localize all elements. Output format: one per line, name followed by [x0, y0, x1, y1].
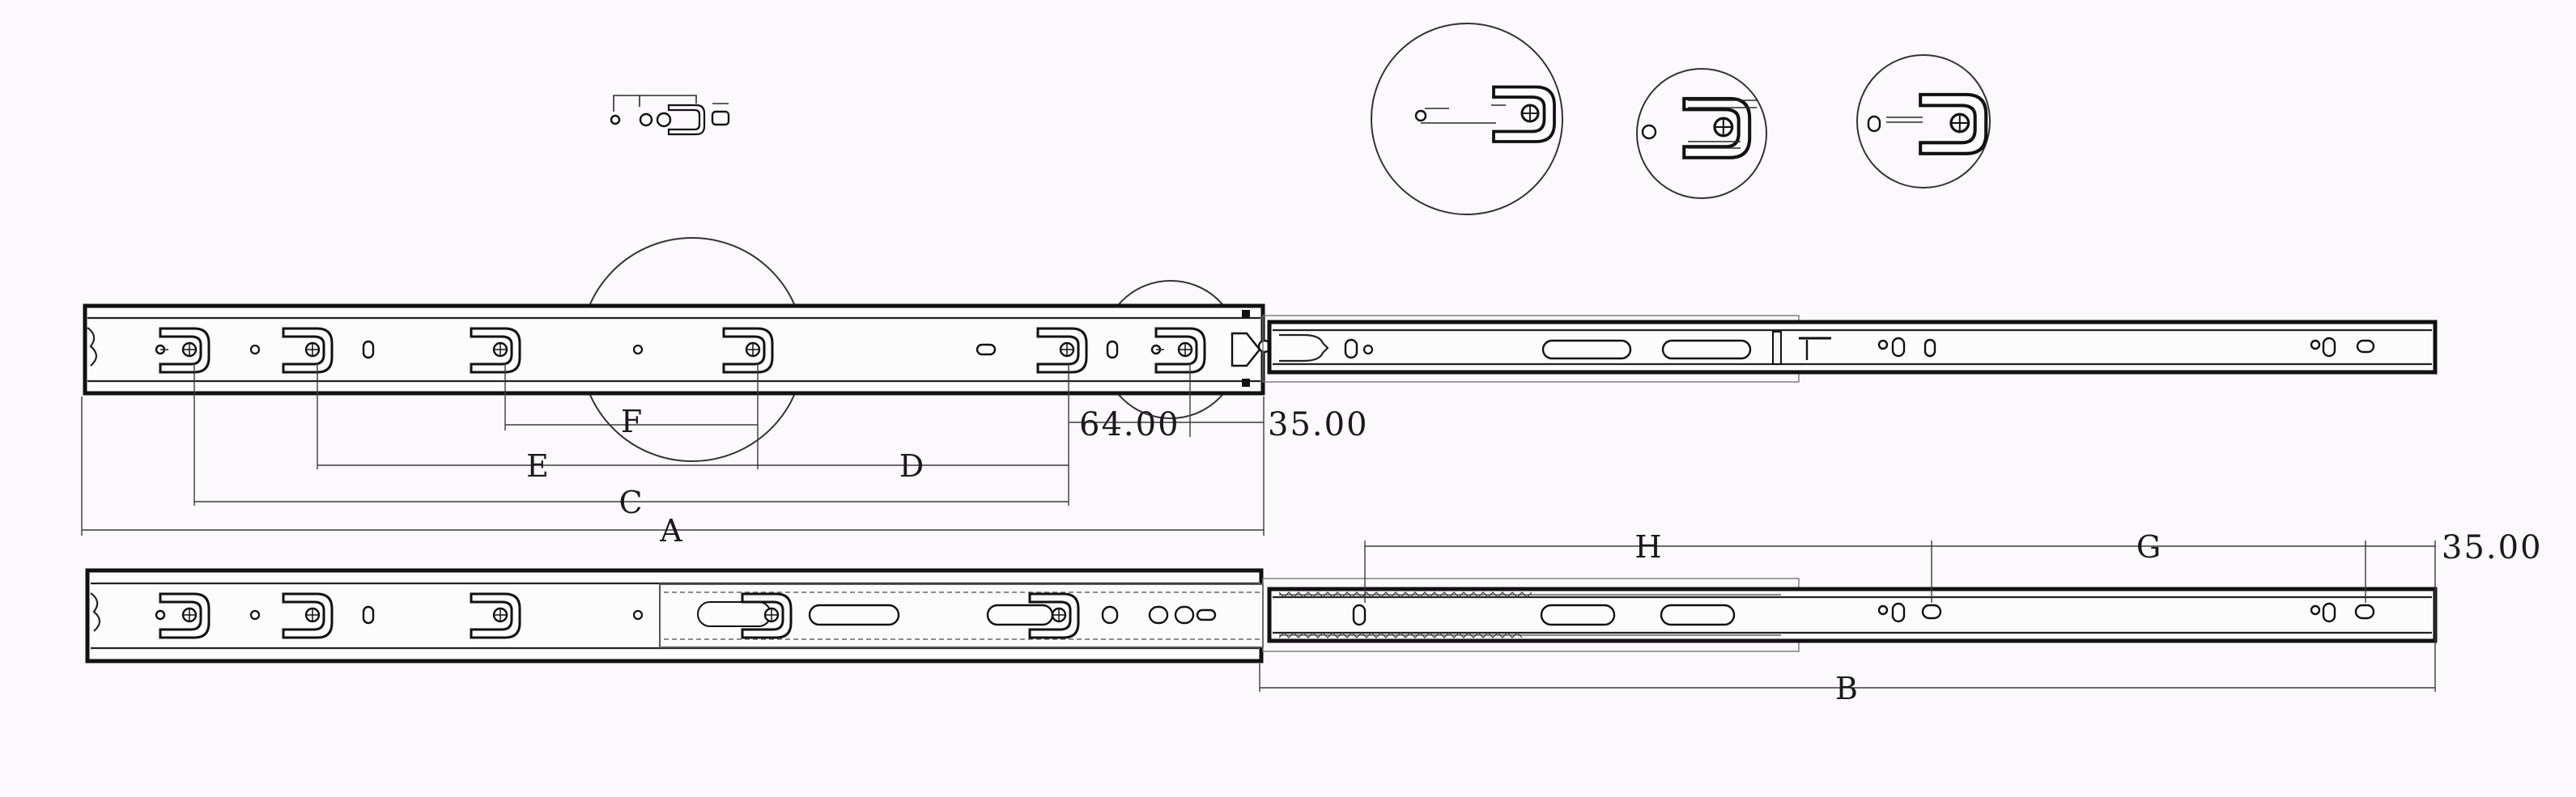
ball-retainer-hatching — [1278, 591, 1781, 638]
dim-value-35-bottom: 35.00 — [2442, 529, 2543, 566]
bottom-view-dimensions: H G 35.00 B — [1259, 529, 2543, 706]
dim-value-35-top: 35.00 — [1268, 406, 1369, 443]
bottom-view-slide — [85, 568, 2438, 663]
dim-label-C: C — [618, 485, 642, 520]
dim-label-F: F — [621, 404, 642, 439]
top-view-slide — [83, 303, 2438, 396]
dim-value-64: 64.00 — [1079, 406, 1180, 443]
dim-label-D: D — [899, 448, 924, 484]
detail-callout-circle-1 — [1371, 23, 1563, 215]
detail-callout-circle-2 — [1636, 68, 1767, 199]
dim-label-E: E — [526, 448, 549, 484]
dim-label-G: G — [2136, 529, 2161, 565]
dim-label-A: A — [659, 513, 682, 549]
detail-callout-circle-3 — [1856, 54, 1991, 189]
dim-label-H: H — [1634, 529, 1661, 565]
dim-label-B: B — [1835, 671, 1858, 706]
top-view-dimensions: F 64.00 35.00 E D C A — [81, 362, 1369, 549]
detail-callout-small — [610, 95, 730, 136]
